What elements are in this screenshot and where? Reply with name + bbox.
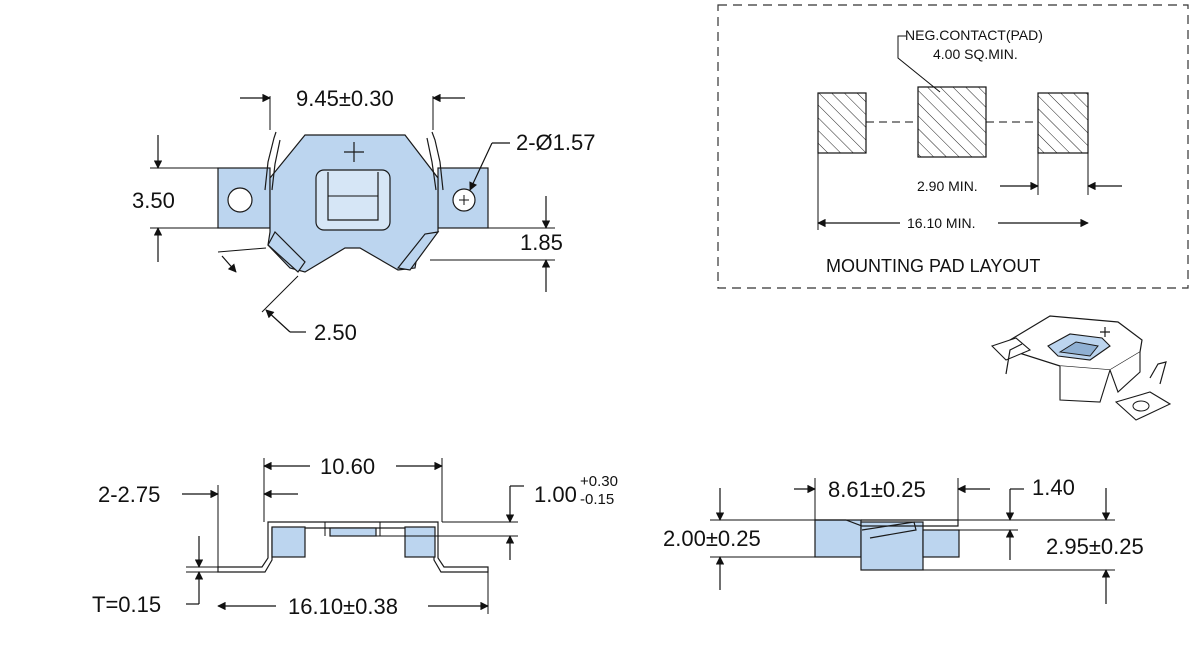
top-view: 9.45±0.30 2-Ø1.57 3.50 1.85 2.50 [132, 86, 596, 345]
right-pad [1037, 92, 1089, 154]
front-height-tol-plus: +0.30 [580, 473, 618, 490]
left-pad [817, 92, 867, 154]
center-window-outer [315, 169, 391, 231]
side-left-block [814, 519, 862, 558]
left-height-dim: 2.00±0.25 [663, 526, 761, 551]
neg-contact-size: 4.00 SQ.MIN. [933, 46, 1018, 62]
front-view: 10.60 2-2.75 1.00 +0.30 -0.15 T=0.15 16.… [92, 454, 618, 619]
step-dim: 1.40 [1032, 475, 1075, 500]
offset-dim: 1.85 [520, 230, 563, 255]
left-mounting-hole [227, 187, 253, 213]
front-overall-dim: 16.10±0.38 [288, 594, 398, 619]
side-right-block [922, 529, 960, 558]
chamfer-dim: 2.50 [314, 320, 357, 345]
front-center-spring [329, 527, 377, 537]
pad-total-dim: 16.10 MIN. [907, 215, 975, 231]
front-height-dim: 1.00 [534, 482, 577, 507]
front-left-contact [271, 526, 306, 558]
neg-contact-label: NEG.CONTACT(PAD) [905, 27, 1043, 43]
mounting-pad-layout: NEG.CONTACT(PAD) 4.00 SQ.MIN. 2.90 MIN. … [717, 4, 1189, 289]
isometric-view [990, 315, 1172, 421]
thickness-dim: T=0.15 [92, 592, 161, 617]
hole-dim: 2-Ø1.57 [516, 130, 596, 155]
center-pad [917, 86, 987, 158]
front-width-dim: 10.60 [320, 454, 375, 479]
side-width-dim: 8.61±0.25 [828, 477, 926, 502]
tab-dim: 2-2.75 [98, 482, 160, 507]
front-right-contact [404, 526, 436, 558]
front-height-tol-minus: -0.15 [580, 491, 614, 508]
pad-gap-dim: 2.90 MIN. [917, 178, 978, 194]
pad-layout-title: MOUNTING PAD LAYOUT [826, 256, 1040, 276]
top-height-dim: 3.50 [132, 188, 175, 213]
right-height-dim: 2.95±0.25 [1046, 534, 1144, 559]
top-width-dim: 9.45±0.30 [296, 86, 394, 111]
side-view: 8.61±0.25 1.40 2.00±0.25 2.95±0.25 [663, 475, 1144, 604]
